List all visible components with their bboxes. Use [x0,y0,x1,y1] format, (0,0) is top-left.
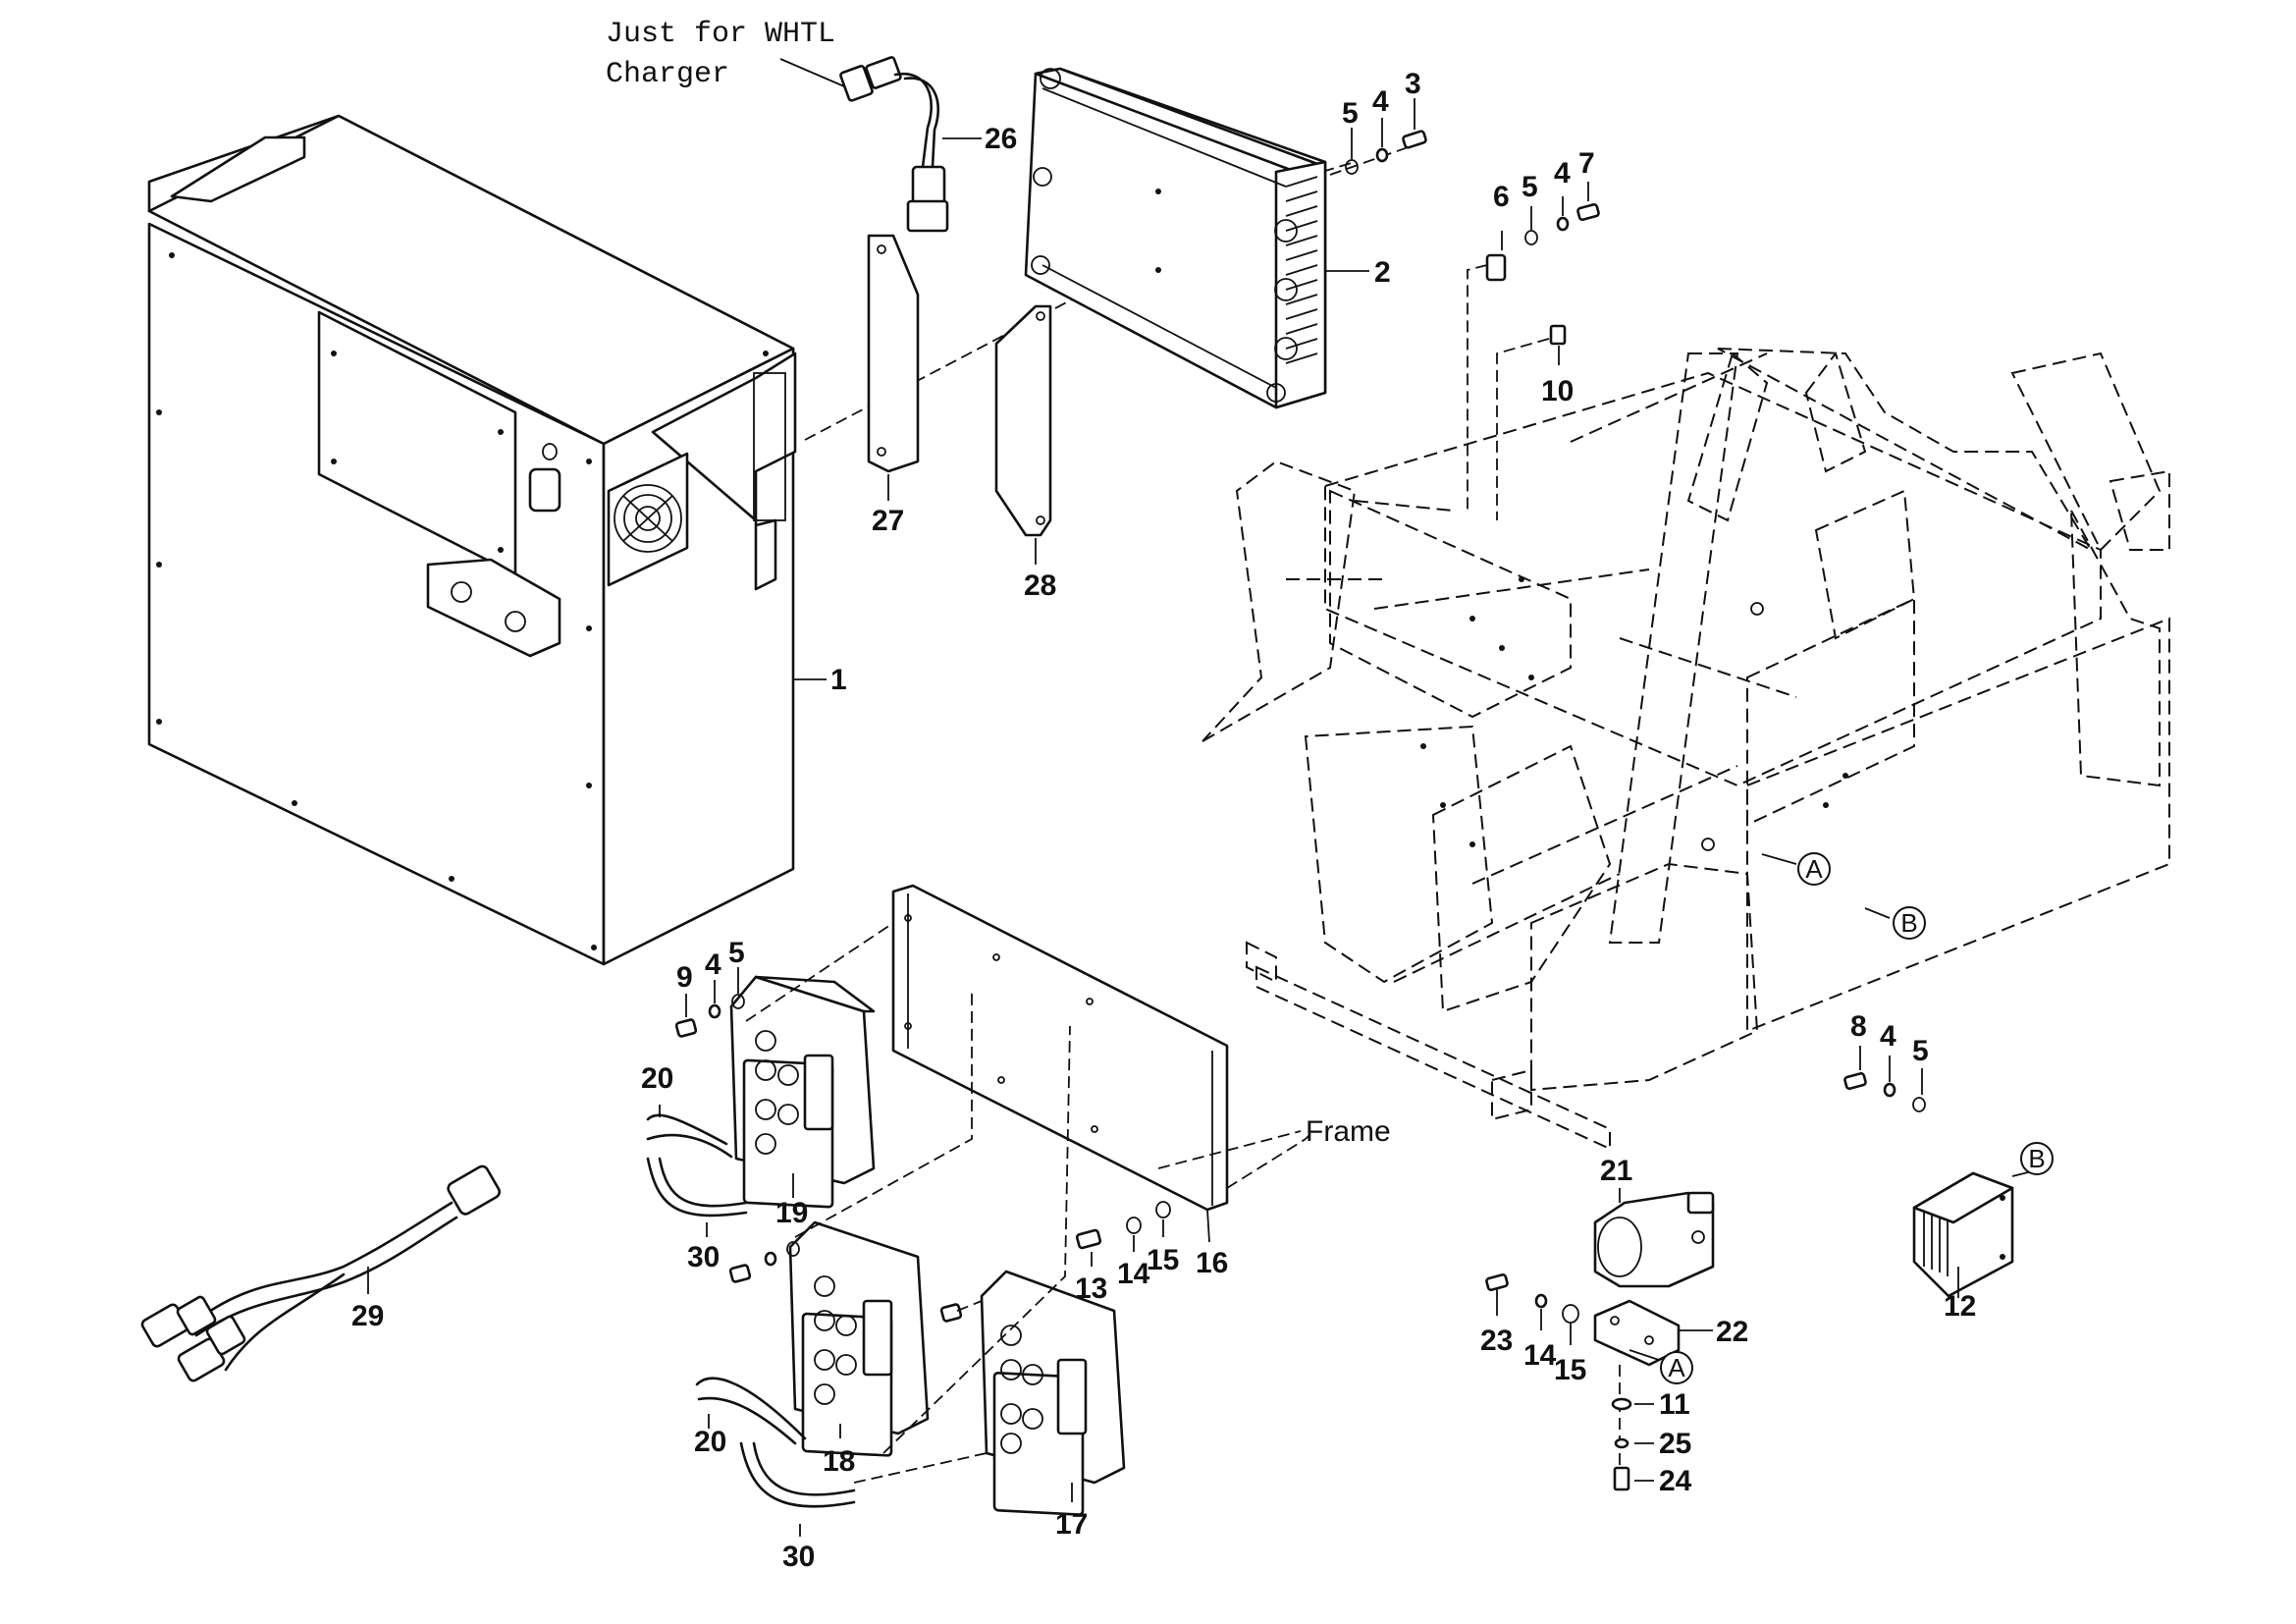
callout-14b: 14 [1523,1339,1557,1372]
contactor-part: 21 [1593,1155,1715,1288]
motor-controller-18: 18 [788,1220,930,1478]
callout-5a: 5 [1342,97,1359,130]
callout-15a: 15 [1147,1244,1179,1276]
marker-a2-text: A [1668,1353,1685,1382]
callout-22: 22 [1716,1316,1748,1348]
resistor-fasteners: 8 4 5 [1843,1010,1929,1112]
callout-21: 21 [1600,1155,1632,1187]
note-line-1: Just for WHTL [606,18,835,51]
bracket-20-lower: 20 [694,1377,807,1458]
callout-28: 28 [1024,569,1056,602]
controller-17-fasteners [939,1300,983,1323]
callout-20b: 20 [694,1426,726,1458]
callout-25: 25 [1659,1428,1691,1460]
callout-4b: 4 [1554,157,1571,189]
callout-12: 12 [1944,1290,1976,1323]
controller-19-fasteners: 9 4 5 [674,937,745,1038]
contactor-fasteners: 23 14 15 11 25 24 [1480,1272,1692,1497]
marker-b-text: B [1900,908,1917,938]
callout-4d: 4 [1880,1020,1896,1053]
callout-11: 11 [1659,1388,1690,1421]
callout-4a: 4 [1372,85,1389,118]
charger-note: Just for WHTL Charger [606,18,845,91]
callout-6: 6 [1493,181,1510,213]
marker-b2-text: B [2028,1144,2045,1173]
callout-29: 29 [351,1300,384,1332]
callout-27: 27 [872,505,904,537]
controller-18-fasteners [728,1241,800,1283]
callout-24: 24 [1659,1465,1692,1497]
gasket-plate-27: 27 [867,234,920,537]
callout-5d: 5 [1912,1035,1929,1067]
callout-17: 17 [1055,1508,1088,1541]
plate-fasteners: 13 14 15 [1075,1201,1179,1305]
callout-8: 8 [1850,1010,1867,1043]
bracket-30-upper: 30 [646,1157,748,1273]
callout-16: 16 [1196,1247,1228,1279]
callout-19: 19 [775,1197,808,1229]
callout-5c: 5 [728,937,745,969]
frame-marker-a: A [1761,852,1831,886]
callout-26: 26 [985,123,1017,155]
callout-30b: 30 [782,1541,815,1573]
contactor-bracket-part: 22 A [1593,1299,1748,1384]
resistor-part: 12 B [1912,1142,2054,1323]
callout-14a: 14 [1117,1258,1150,1290]
charger-cable-part: 26 [839,56,1017,233]
callout-4c: 4 [705,948,721,981]
motor-controller-17: 17 [980,1270,1126,1541]
vehicle-frame [1201,348,2170,1151]
callout-3: 3 [1405,68,1421,100]
charger-unit-part: 2 [1024,67,1391,409]
callout-10: 10 [1541,375,1574,407]
callout-30a: 30 [687,1241,720,1273]
marker-a-text: A [1805,854,1823,884]
callout-15b: 15 [1554,1354,1586,1386]
callout-9: 9 [676,961,693,994]
sensor-fasteners: 6 5 4 7 10 [1467,147,1600,520]
callout-2: 2 [1374,256,1391,289]
gasket-plate-28: 28 [994,304,1056,602]
callout-1: 1 [830,664,847,696]
bracket-30-lower: 30 [739,1441,856,1573]
frame-marker-b: B [1864,906,1926,940]
charger-fins [1285,176,1318,364]
motor-controller-19: 19 [729,975,876,1229]
heatsink-plate-part: 16 [891,884,1311,1279]
wiring-harness-part: 29 [140,1164,502,1382]
charger-fasteners: 5 4 3 [1329,68,1427,176]
callout-13: 13 [1075,1272,1107,1305]
note-line-2: Charger [606,58,729,91]
callout-7: 7 [1578,147,1595,180]
bracket-20-upper: 20 [641,1062,733,1159]
battery-box-part: 1 [147,114,847,966]
callout-5b: 5 [1522,171,1538,203]
callout-18: 18 [823,1445,855,1478]
frame-label: Frame [1306,1115,1391,1148]
callout-23: 23 [1480,1325,1513,1357]
callout-20a: 20 [641,1062,673,1095]
